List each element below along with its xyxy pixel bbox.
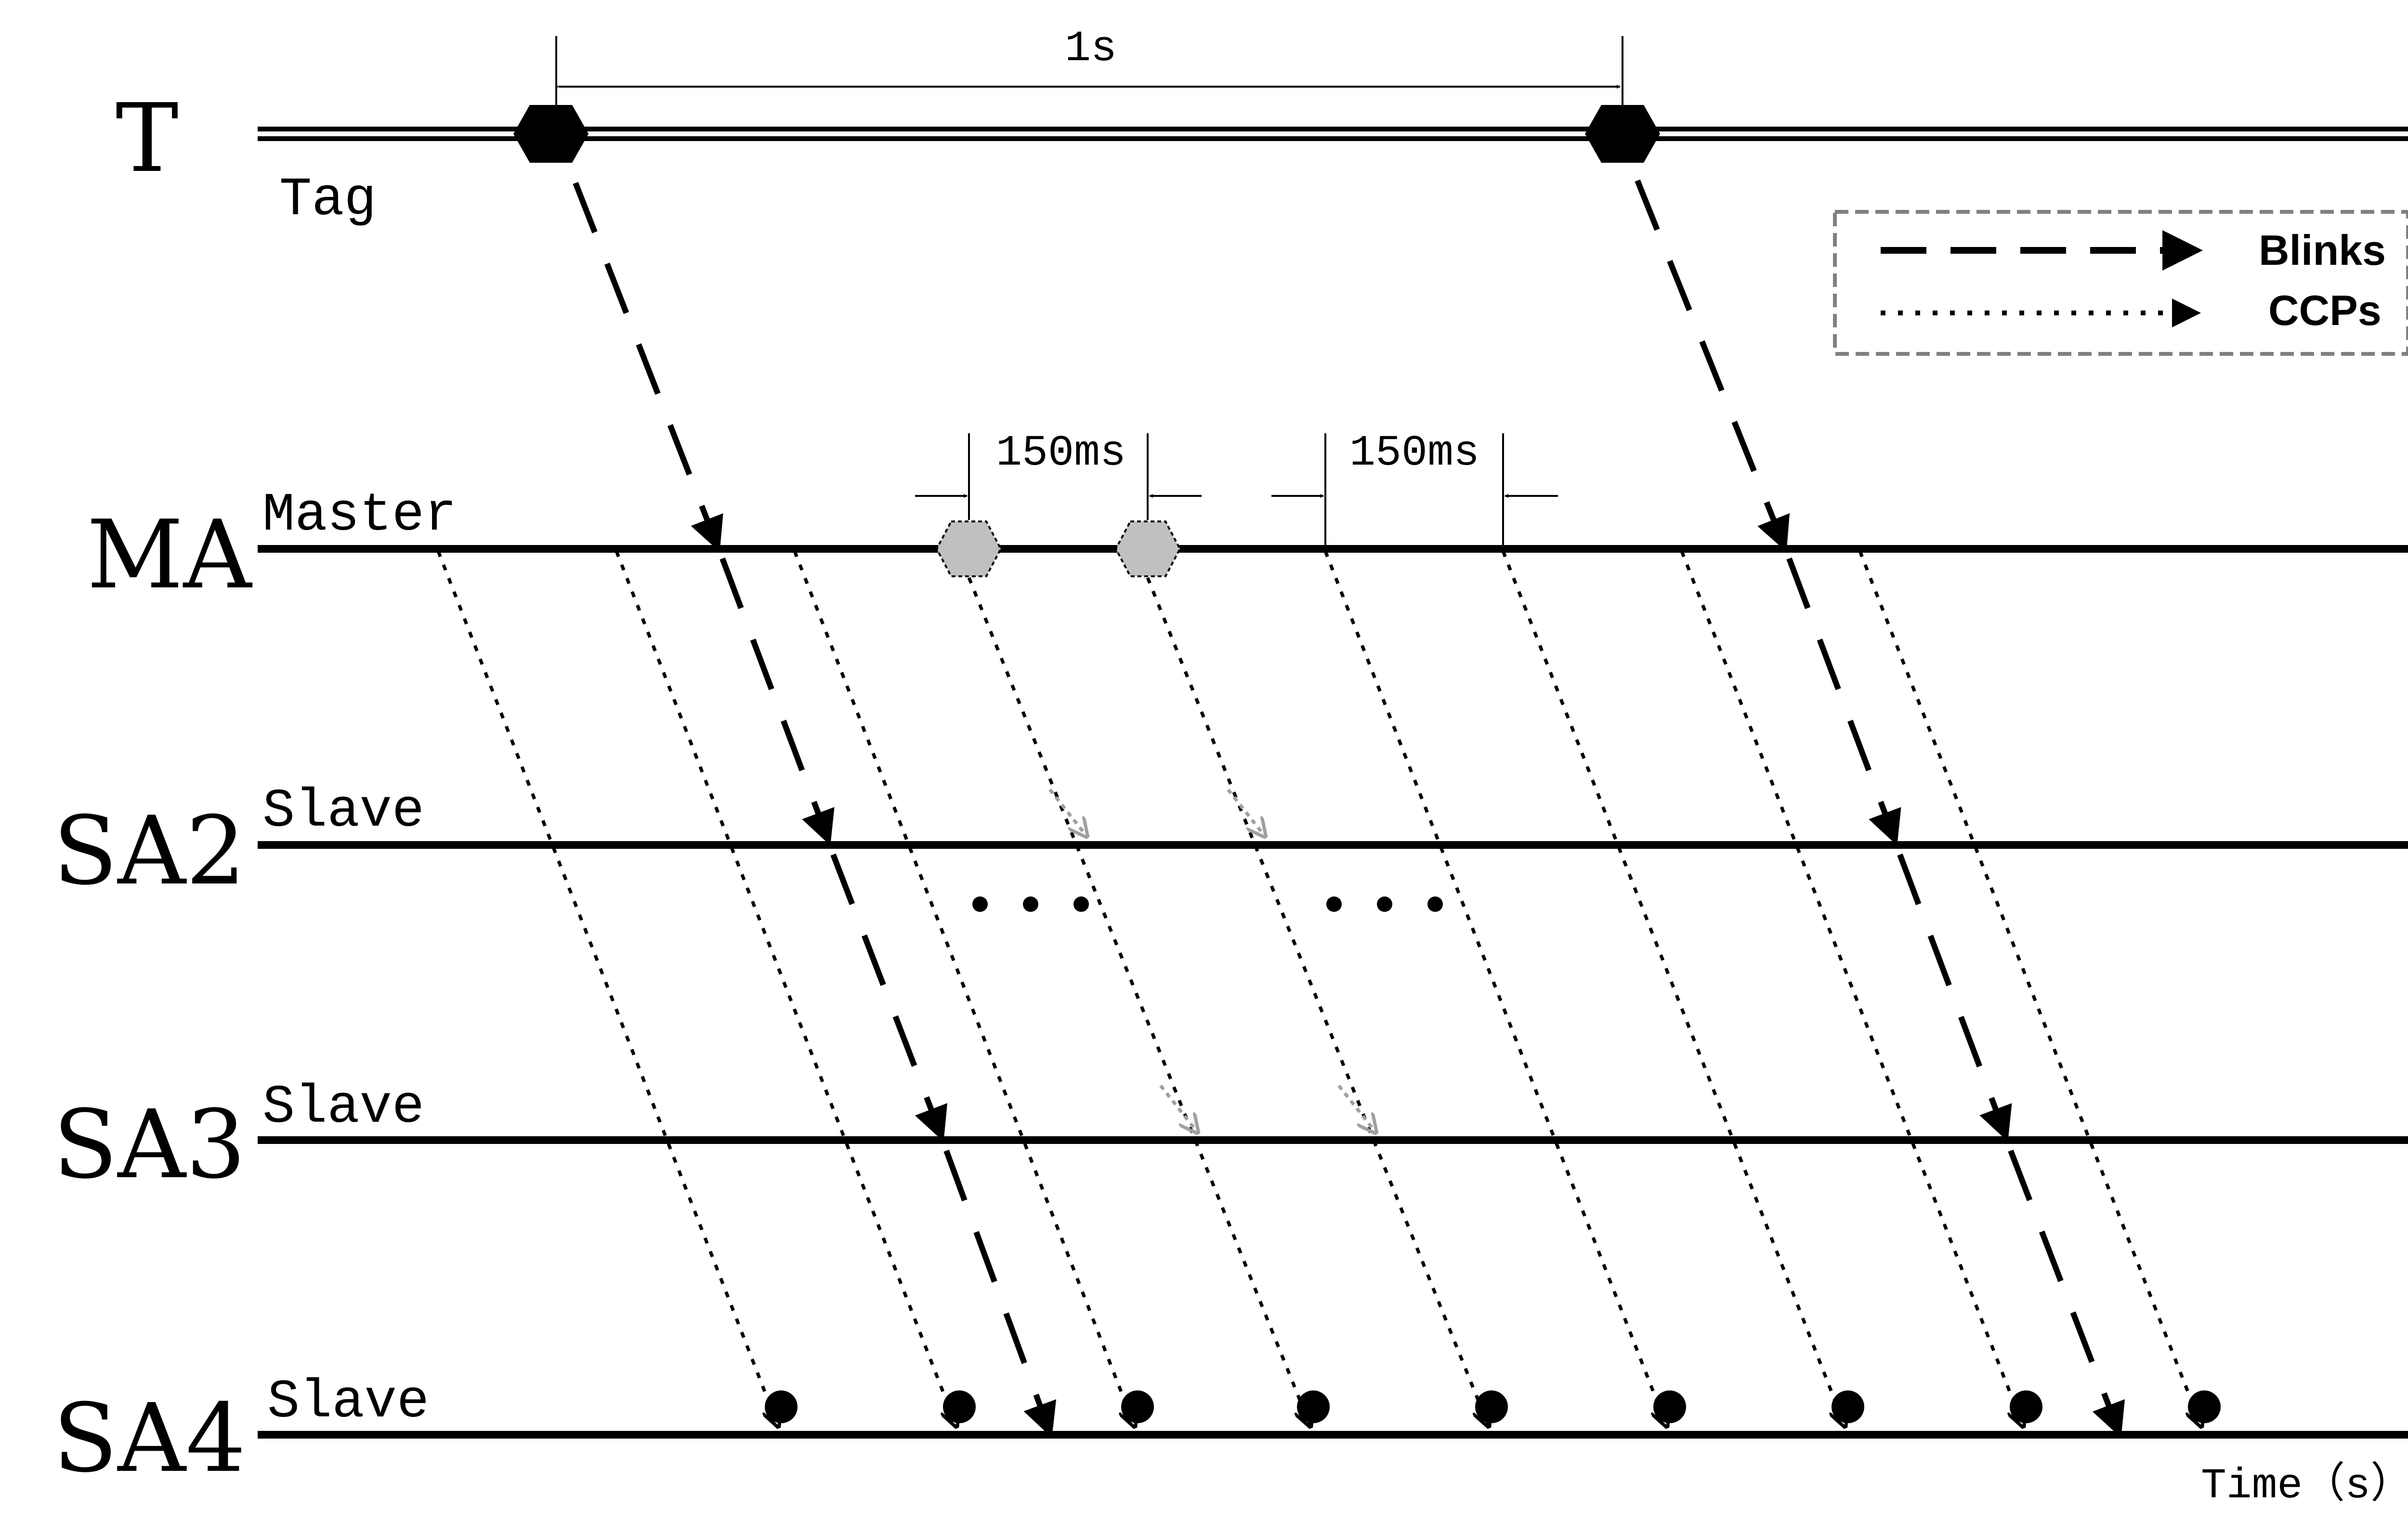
- master-line-label: Master: [262, 485, 457, 546]
- sa4-receive-marker-9: [2188, 1390, 2221, 1423]
- blink-arrow-tag-to-master-2: [1635, 179, 1790, 552]
- blink-arrow-sa3-to-sa4-1: [943, 1149, 1057, 1438]
- legend-box: [1833, 210, 2408, 356]
- ghost-arrowheads: [1048, 788, 1375, 1131]
- legend-blinks-label: Blinks: [2259, 226, 2386, 274]
- ccp-arrows: [436, 550, 2201, 1425]
- master-ccp-node-2: [1114, 520, 1181, 577]
- ccp-arrow-1: [436, 550, 778, 1425]
- sa4-receive-marker-3: [1121, 1390, 1154, 1423]
- sa4-receive-marker-6: [1653, 1390, 1686, 1423]
- legend-ccps-label: CCPs: [2268, 286, 2382, 334]
- ccp-arrow-3: [793, 550, 1134, 1425]
- blink-arrows: [573, 179, 2125, 1438]
- sa4-receive-marker-5: [1475, 1390, 1508, 1423]
- ccp-spacing-dimension-b: [1271, 433, 1558, 549]
- ghost-arrow-sa2-2: [1227, 788, 1264, 835]
- sa4-receive-marker-1: [765, 1390, 798, 1423]
- master-ccp-node-1: [935, 520, 1002, 577]
- ccp-arrow-5: [1146, 577, 1488, 1425]
- sa4-receive-marker-8: [2010, 1390, 2042, 1423]
- row-label-t: T: [116, 84, 179, 194]
- blink-period-label: 1s: [1065, 25, 1117, 74]
- one-second-dimension: [555, 36, 1623, 116]
- ellipsis-1: [972, 896, 1089, 912]
- blink-arrow-master-to-sa2-2: [1786, 557, 1901, 846]
- sa3-line-label: Slave: [262, 1077, 424, 1138]
- ccp-arrow-2: [615, 550, 956, 1425]
- tag-blink-1: [513, 105, 589, 163]
- legend: Blinks CCPs: [1833, 210, 2408, 356]
- sa4-receive-marker-7: [1832, 1390, 1864, 1423]
- ccp-arrow-8: [1680, 550, 2023, 1425]
- ghost-arrow-sa3-2: [1337, 1084, 1375, 1131]
- ccp-arrow-4: [967, 577, 1310, 1425]
- ccp-arrow-6: [1323, 550, 1666, 1425]
- time-axis-label: Time（s）: [2201, 1461, 2408, 1510]
- sa4-receive-markers: [765, 1390, 2221, 1423]
- row-label-sa3: SA3: [53, 1090, 246, 1200]
- ghost-arrow-sa2-1: [1048, 788, 1086, 835]
- blink-arrow-master-to-sa2-1: [720, 557, 835, 846]
- ccp-arrow-9: [1858, 550, 2201, 1425]
- ccp-arrow-7: [1501, 550, 1845, 1425]
- blink-arrow-tag-to-master-1: [573, 182, 723, 552]
- ghost-arrow-sa3-1: [1159, 1084, 1197, 1131]
- ccp-spacing-label-a: 150ms: [996, 429, 1126, 478]
- sa4-receive-marker-2: [943, 1390, 976, 1423]
- blink-arrow-sa2-to-sa3-2: [1897, 853, 2012, 1142]
- row-label-sa4: SA4: [53, 1384, 246, 1493]
- blink-arrow-sa3-to-sa4-2: [2008, 1149, 2125, 1438]
- tag-timeline: [258, 127, 2408, 141]
- sa4-receive-marker-4: [1297, 1390, 1330, 1423]
- tag-line-label: Tag: [279, 169, 377, 231]
- sa4-line-label: Slave: [267, 1372, 429, 1433]
- ccp-spacing-label-b: 150ms: [1349, 429, 1479, 478]
- tag-blink-2: [1585, 105, 1660, 163]
- sa2-line-label: Slave: [262, 781, 424, 842]
- ellipsis-2: [1326, 896, 1443, 912]
- blink-arrow-sa2-to-sa3-1: [830, 853, 948, 1142]
- ccp-spacing-dimension-a: [915, 433, 1202, 520]
- row-label-ma: MA: [87, 500, 253, 610]
- row-label-sa2: SA2: [53, 796, 246, 906]
